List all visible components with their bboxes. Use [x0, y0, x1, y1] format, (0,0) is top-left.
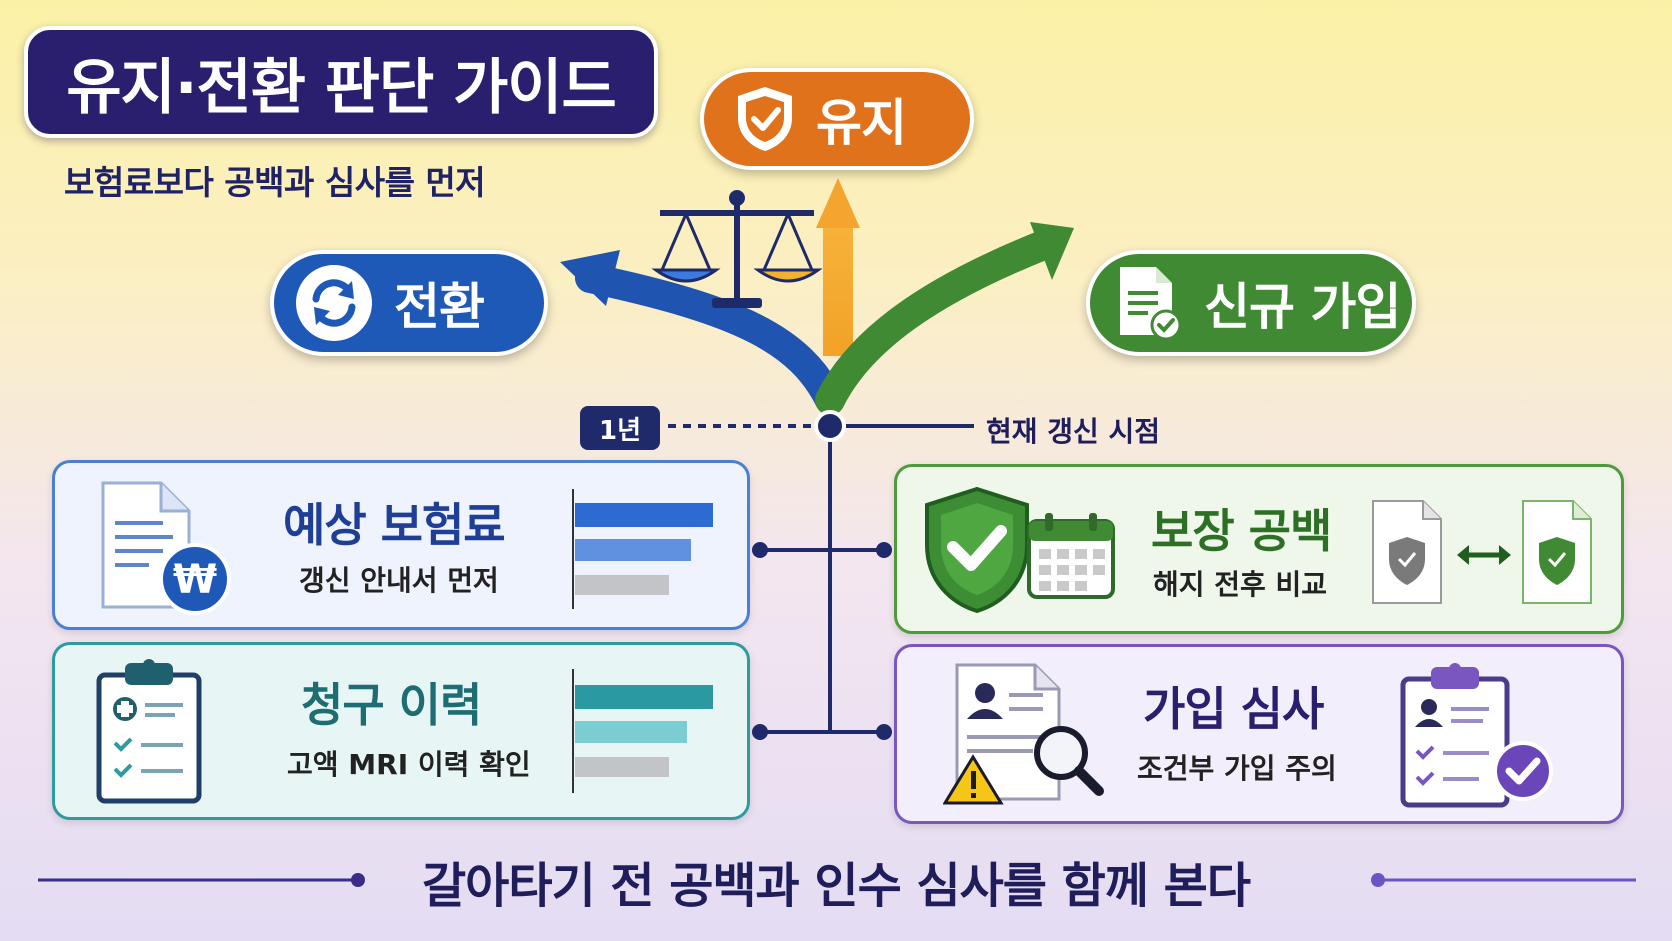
card-coverage-gap: 보장 공백 해지 전후 비교: [894, 464, 1624, 634]
gap-title: 보장 공백: [1151, 504, 1332, 558]
timeline-now-label: 현재 갱신 시점: [986, 415, 1161, 448]
before-after-compare-icon: [1372, 500, 1592, 604]
keep-label: 유지: [816, 94, 907, 152]
switch-arrow: [575, 263, 845, 415]
premium-bars-icon: [572, 489, 713, 609]
refresh-icon: [296, 265, 372, 341]
claims-bars-icon: [572, 669, 713, 793]
title-banner: 유지·전환 판단 가이드: [24, 26, 658, 138]
card-claim-history: 청구 이력 고액 MRI 이력 확인: [52, 642, 750, 820]
keep-option: 유지: [700, 68, 974, 170]
footer-message: 갈아타기 전 공백과 인수 심사를 함께 본다: [422, 858, 1251, 914]
won-symbol: ₩: [173, 557, 217, 603]
profile-search-warning-icon: [943, 663, 1104, 805]
calendar-icon: [1027, 513, 1115, 599]
balance-scale-icon: [651, 190, 823, 308]
premium-title: 예상 보험료: [283, 498, 506, 552]
page-title: 유지·전환 판단 가이드: [66, 52, 616, 123]
gap-subtitle: 해지 전후 비교: [1153, 568, 1328, 601]
card-underwriting: 가입 심사 조건부 가입 주의: [894, 644, 1624, 824]
keep-arrow-shaft: [823, 224, 853, 356]
switch-label: 전환: [394, 278, 485, 336]
new-label: 신규 가입: [1204, 278, 1401, 336]
shield-check-icon: [738, 87, 792, 151]
new-arrow-head: [1030, 222, 1074, 280]
new-arrow: [815, 229, 1061, 415]
premium-document-icon: ₩: [101, 481, 231, 615]
page-subtitle: 보험료보다 공백과 심사를 먼저: [64, 163, 486, 202]
document-check-icon: [1120, 267, 1182, 341]
now-node: [814, 410, 846, 442]
claims-title: 청구 이력: [301, 678, 482, 732]
timeline-marker-1y: 1년: [580, 406, 660, 450]
premium-subtitle: 갱신 안내서 먼저: [299, 564, 499, 597]
card-expected-premium: ₩ 예상 보험료 갱신 안내서 먼저: [52, 460, 750, 630]
claims-subtitle: 고액 MRI 이력 확인: [287, 748, 531, 781]
underwriting-subtitle: 조건부 가입 주의: [1137, 752, 1337, 785]
keep-arrow-head: [816, 178, 860, 228]
switch-option: 전환: [270, 250, 548, 356]
switch-arrow-head: [560, 250, 620, 306]
underwriting-title: 가입 심사: [1143, 682, 1324, 736]
new-option: 신규 가입: [1086, 250, 1416, 356]
clipboard-medical-icon: [96, 659, 202, 804]
clipboard-approved-icon: [1400, 663, 1553, 808]
shield-check-green-icon: [925, 486, 1029, 614]
